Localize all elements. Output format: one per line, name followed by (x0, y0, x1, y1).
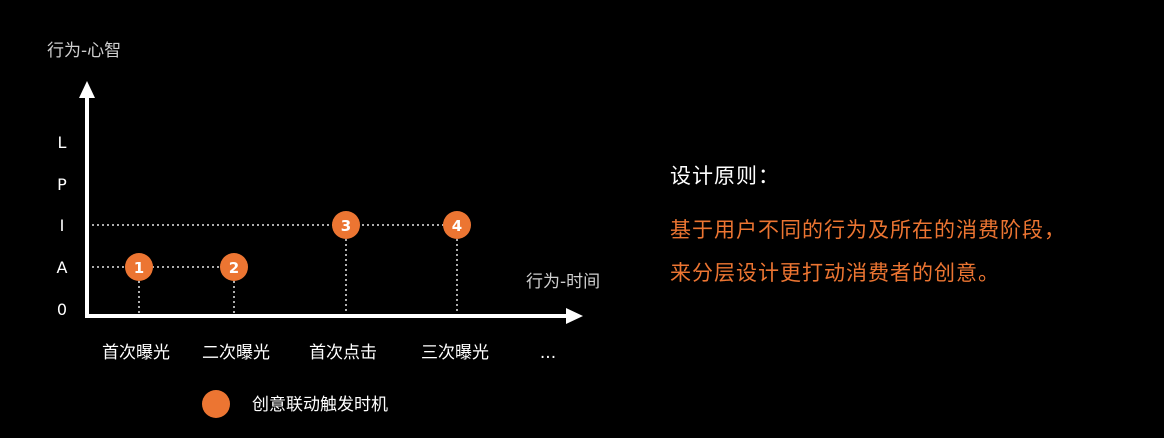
y-level-label: 0 (57, 300, 67, 319)
principle-title: 设计原则： (670, 164, 780, 188)
x-category-label: 三次曝光 (421, 343, 489, 363)
principle-line-1: 基于用户不同的行为及所在的消费阶段， (670, 218, 1066, 242)
trigger-point-label: 4 (452, 217, 462, 235)
x-axis-title: 行为-时间 (526, 272, 601, 292)
trigger-point-4 (443, 211, 471, 239)
trigger-point-1 (125, 253, 153, 281)
y-level-label: L (58, 133, 67, 152)
trigger-point-label: 3 (341, 217, 351, 235)
principle-line-2: 来分层设计更打动消费者的创意。 (670, 261, 1000, 285)
legend-dot (202, 390, 230, 418)
y-axis-title: 行为-心智 (47, 41, 122, 61)
y-level-label: A (57, 258, 68, 277)
x-axis-arrow (566, 308, 583, 324)
trigger-point-2 (220, 253, 248, 281)
y-level-label: P (57, 175, 67, 194)
trigger-point-label: 2 (229, 259, 239, 277)
y-axis-arrow (79, 81, 95, 98)
x-category-label: 首次曝光 (102, 343, 170, 363)
trigger-point-label: 1 (134, 259, 144, 277)
legend-label: 创意联动触发时机 (252, 395, 388, 415)
x-category-label: 二次曝光 (202, 343, 270, 363)
trigger-point-3 (332, 211, 360, 239)
x-category-label: 首次点击 (309, 343, 377, 363)
y-level-label: I (60, 216, 65, 235)
x-category-label: ... (540, 343, 556, 363)
